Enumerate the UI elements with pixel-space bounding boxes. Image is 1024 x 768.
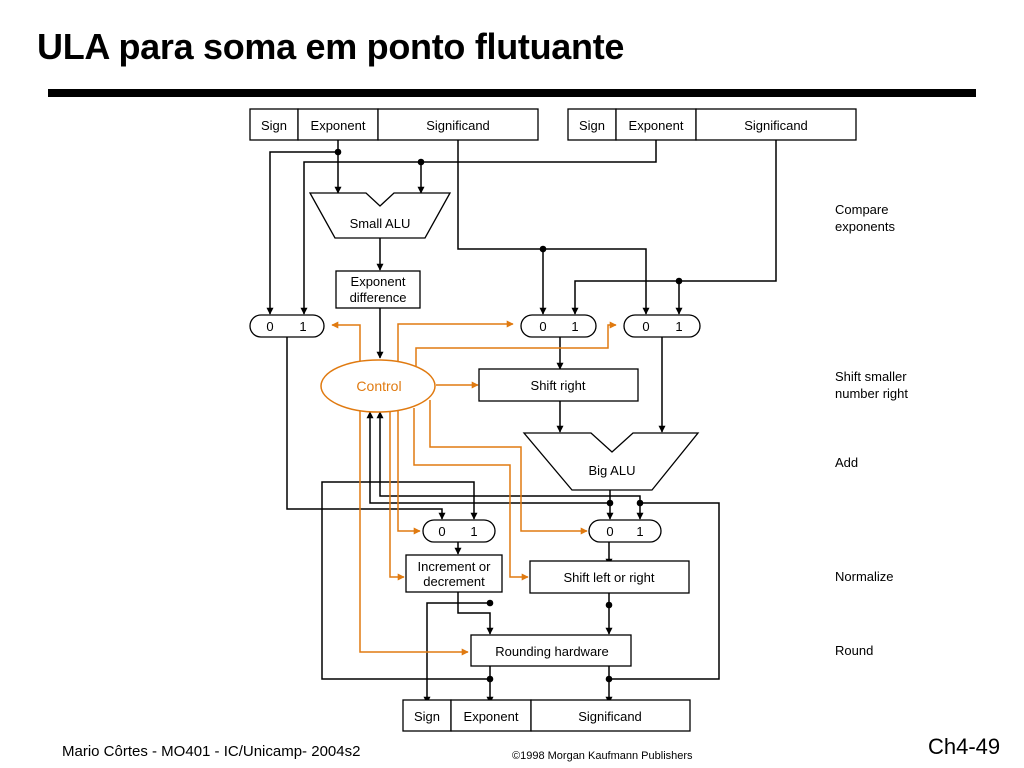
title-rule xyxy=(48,89,976,97)
mux-one-label: 1 xyxy=(299,319,306,334)
slide-title: ULA para soma em ponto flutuante xyxy=(37,26,625,67)
reg-b-exponent-label: Exponent xyxy=(629,118,684,133)
mux-exponent-select: 0 1 xyxy=(249,314,325,338)
mux-zero-label: 0 xyxy=(266,319,273,334)
shift-right-box: Shift right xyxy=(478,368,639,402)
reg-a-sign-label: Sign xyxy=(261,118,287,133)
exp-diff-line-2: difference xyxy=(350,290,407,305)
reg-out-significand-label: Significand xyxy=(578,709,642,724)
mux-one-label: 1 xyxy=(571,319,578,334)
register-b: Sign Exponent Significand xyxy=(567,108,857,141)
mux-addend-select: 0 1 xyxy=(623,314,701,338)
inc-dec-line-1: Increment or xyxy=(418,559,492,574)
reg-out-exponent-label: Exponent xyxy=(464,709,519,724)
big-alu: Big ALU xyxy=(522,432,700,491)
wire-junctions xyxy=(334,148,683,683)
step-shift-line-2: number right xyxy=(835,386,908,401)
step-compare-line-1: Compare xyxy=(835,202,888,217)
step-labels: Compare exponents Shift smaller number r… xyxy=(835,202,908,658)
reg-b-significand-label: Significand xyxy=(744,118,808,133)
mux-shift-select: 0 1 xyxy=(520,314,597,338)
reg-a-sign-field xyxy=(249,108,299,141)
big-alu-label: Big ALU xyxy=(589,463,636,478)
data-wires xyxy=(266,140,777,704)
shift-right-label: Shift right xyxy=(531,378,586,393)
small-alu-label: Small ALU xyxy=(350,216,411,231)
mux-zero-label: 0 xyxy=(438,524,445,539)
control-wires xyxy=(331,320,617,656)
reg-out-exponent-field xyxy=(450,699,532,732)
step-add: Add xyxy=(835,455,858,470)
rounding-hardware-box: Rounding hardware xyxy=(470,634,632,667)
register-result: Sign Exponent Significand xyxy=(402,699,691,732)
register-a: Sign Exponent Significand xyxy=(249,108,539,141)
mux-one-label: 1 xyxy=(470,524,477,539)
reg-out-significand-field xyxy=(530,699,691,732)
page-number: Ch4-49 xyxy=(928,734,1001,759)
rounding-label: Rounding hardware xyxy=(495,644,608,659)
inc-dec-line-2: decrement xyxy=(423,574,485,589)
step-normalize: Normalize xyxy=(835,569,894,584)
reg-a-significand-field xyxy=(377,108,539,141)
increment-decrement-box: Increment or decrement xyxy=(405,554,503,593)
reg-b-sign-label: Sign xyxy=(579,118,605,133)
control-unit: Control xyxy=(320,359,436,413)
step-shift-line-1: Shift smaller xyxy=(835,369,907,384)
reg-a-exponent-label: Exponent xyxy=(311,118,366,133)
exp-diff-line-1: Exponent xyxy=(351,274,406,289)
footer-copyright: ©1998 Morgan Kaufmann Publishers xyxy=(512,750,693,762)
mux-one-label: 1 xyxy=(636,524,643,539)
reg-a-significand-label: Significand xyxy=(426,118,490,133)
mux-one-label: 1 xyxy=(675,319,682,334)
shift-left-right-box: Shift left or right xyxy=(529,560,690,594)
step-round: Round xyxy=(835,643,873,658)
reg-b-significand-field xyxy=(695,108,857,141)
footer-author: Mario Côrtes - MO401 - IC/Unicamp- 2004s… xyxy=(62,743,361,760)
small-alu: Small ALU xyxy=(308,192,452,239)
shift-lr-label: Shift left or right xyxy=(563,570,654,585)
reg-out-sign-label: Sign xyxy=(414,709,440,724)
step-compare-line-2: exponents xyxy=(835,219,895,234)
mux-significand-normalize: 0 1 xyxy=(588,519,662,543)
mux-exponent-normalize: 0 1 xyxy=(422,519,496,543)
mux-zero-label: 0 xyxy=(606,524,613,539)
control-label: Control xyxy=(356,378,401,394)
reg-b-sign-field xyxy=(567,108,617,141)
mux-zero-label: 0 xyxy=(539,319,546,334)
exponent-difference-box: Exponent difference xyxy=(335,270,421,309)
mux-zero-label: 0 xyxy=(642,319,649,334)
